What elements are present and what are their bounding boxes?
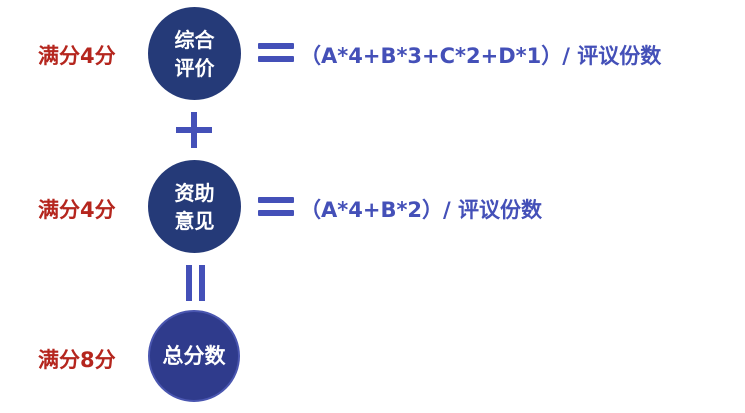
- circle-text-line2: 意见: [174, 208, 215, 233]
- equals-icon: [258, 43, 294, 63]
- max-score-label-total: 满分8分: [38, 348, 116, 372]
- vertical-equals-icon: [186, 265, 206, 301]
- equals-icon: [258, 197, 294, 217]
- circle-text: 总分数: [162, 344, 226, 368]
- formula-comprehensive: （A*4+B*3+C*2+D*1）/ 评议份数: [300, 44, 662, 68]
- max-score-label-funding: 满分4分: [38, 198, 116, 222]
- formula-funding: （A*4+B*2）/ 评议份数: [300, 198, 543, 222]
- max-score-label-comprehensive: 满分4分: [38, 44, 116, 68]
- circle-text-line1: 资助: [174, 180, 215, 205]
- plus-icon: [176, 112, 212, 148]
- circle-text-line2: 评价: [174, 55, 215, 80]
- total-score-circle: 总分数: [148, 310, 240, 402]
- funding-opinion-circle: 资助 意见: [148, 160, 241, 253]
- circle-text-line1: 综合: [174, 27, 215, 52]
- comprehensive-evaluation-circle: 综合 评价: [148, 7, 241, 100]
